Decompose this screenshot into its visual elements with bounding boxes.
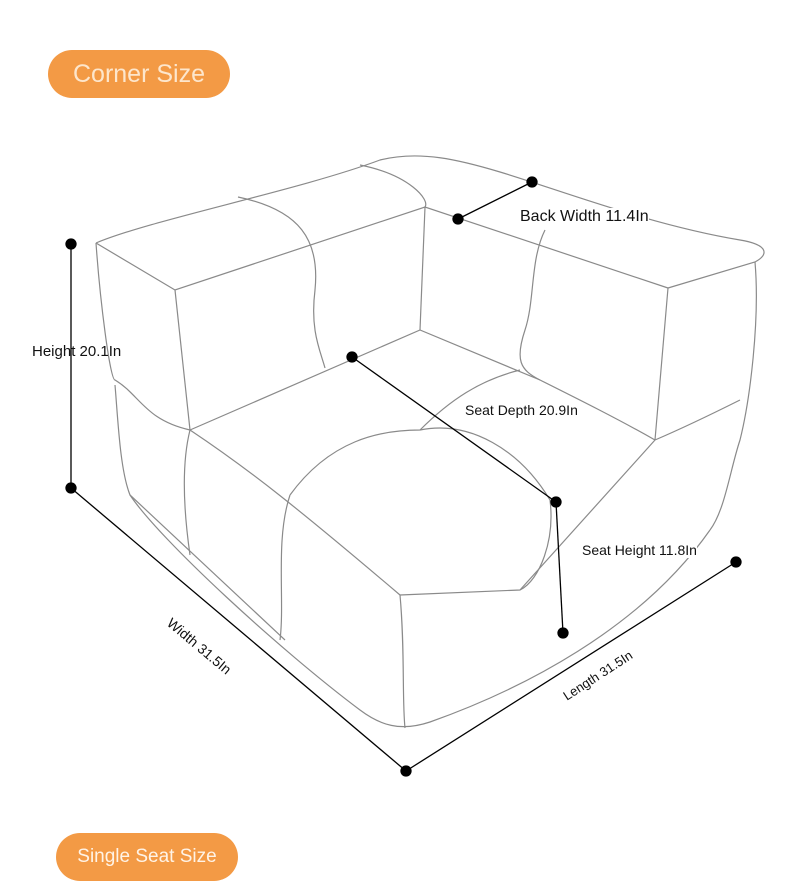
- sofa-outline: [95, 155, 765, 729]
- seat-height-label: Seat Height 11.8In: [582, 542, 697, 558]
- seat-depth-label: Seat Depth 20.9In: [465, 402, 578, 418]
- back-width-label: Back Width 11.4In: [520, 208, 649, 226]
- dimension-lines: [65, 176, 742, 777]
- height-label: Height 20.1In: [32, 343, 122, 360]
- single-seat-size-badge: Single Seat Size: [56, 833, 238, 881]
- corner-size-badge: Corner Size: [48, 50, 230, 98]
